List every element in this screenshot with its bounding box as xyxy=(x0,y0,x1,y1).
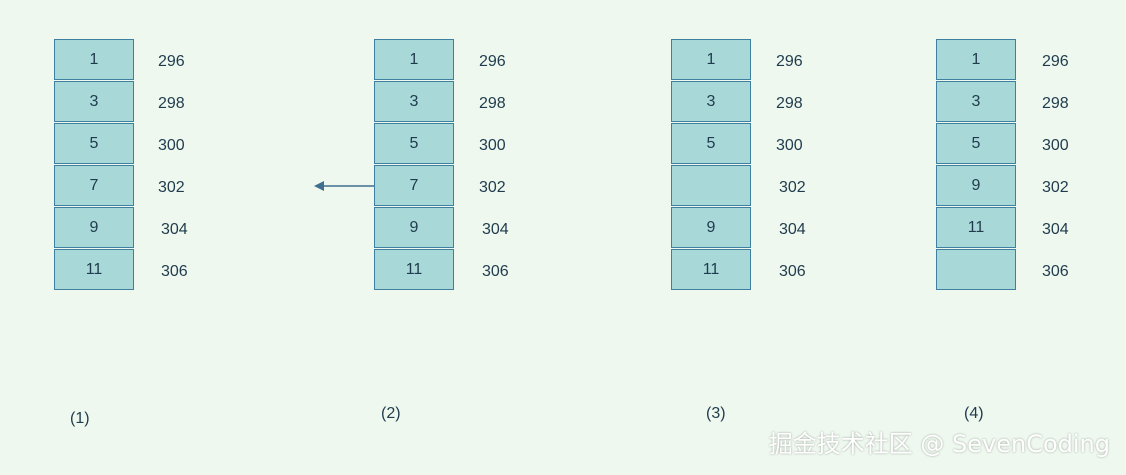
cell: 11 xyxy=(936,207,1016,248)
address-label: 302 xyxy=(479,179,506,196)
cell: 5 xyxy=(671,123,751,164)
address-label: 306 xyxy=(779,263,806,280)
address-label: 304 xyxy=(161,221,188,238)
cell: 3 xyxy=(936,81,1016,122)
address-label: 302 xyxy=(158,179,185,196)
address-label: 298 xyxy=(1042,95,1069,112)
address-label: 300 xyxy=(776,137,803,154)
cell: 7 xyxy=(374,165,454,206)
cell: 9 xyxy=(374,207,454,248)
address-label: 306 xyxy=(1042,263,1069,280)
address-label: 304 xyxy=(482,221,509,238)
cell: 1 xyxy=(936,39,1016,80)
panel-caption: (4) xyxy=(964,405,984,422)
cell: 3 xyxy=(671,81,751,122)
cell: 1 xyxy=(54,39,134,80)
address-label: 302 xyxy=(779,179,806,196)
address-label: 296 xyxy=(1042,53,1069,70)
cell: 1 xyxy=(374,39,454,80)
address-label: 306 xyxy=(482,263,509,280)
address-label: 300 xyxy=(479,137,506,154)
cell: 11 xyxy=(54,249,134,290)
empty-cell xyxy=(936,249,1016,290)
address-label: 300 xyxy=(158,137,185,154)
watermark: 掘金技术社区 @ SevenCoding xyxy=(768,430,1110,458)
cell: 9 xyxy=(671,207,751,248)
address-label: 298 xyxy=(158,95,185,112)
cell: 1 xyxy=(671,39,751,80)
cell: 3 xyxy=(374,81,454,122)
address-label: 296 xyxy=(776,53,803,70)
cell: 5 xyxy=(54,123,134,164)
cell: 9 xyxy=(54,207,134,248)
cell: 3 xyxy=(54,81,134,122)
address-label: 300 xyxy=(1042,137,1069,154)
panel-caption: (3) xyxy=(706,405,726,422)
address-label: 296 xyxy=(158,53,185,70)
cell: 11 xyxy=(374,249,454,290)
cell: 5 xyxy=(936,123,1016,164)
panel-caption: (1) xyxy=(70,410,90,427)
cell: 5 xyxy=(374,123,454,164)
cell: 11 xyxy=(671,249,751,290)
address-label: 306 xyxy=(161,263,188,280)
cell: 7 xyxy=(54,165,134,206)
address-label: 304 xyxy=(779,221,806,238)
cell: 9 xyxy=(936,165,1016,206)
address-label: 304 xyxy=(1042,221,1069,238)
address-label: 296 xyxy=(479,53,506,70)
empty-cell xyxy=(671,165,751,206)
address-label: 298 xyxy=(776,95,803,112)
address-label: 302 xyxy=(1042,179,1069,196)
address-label: 298 xyxy=(479,95,506,112)
panel-caption: (2) xyxy=(381,405,401,422)
